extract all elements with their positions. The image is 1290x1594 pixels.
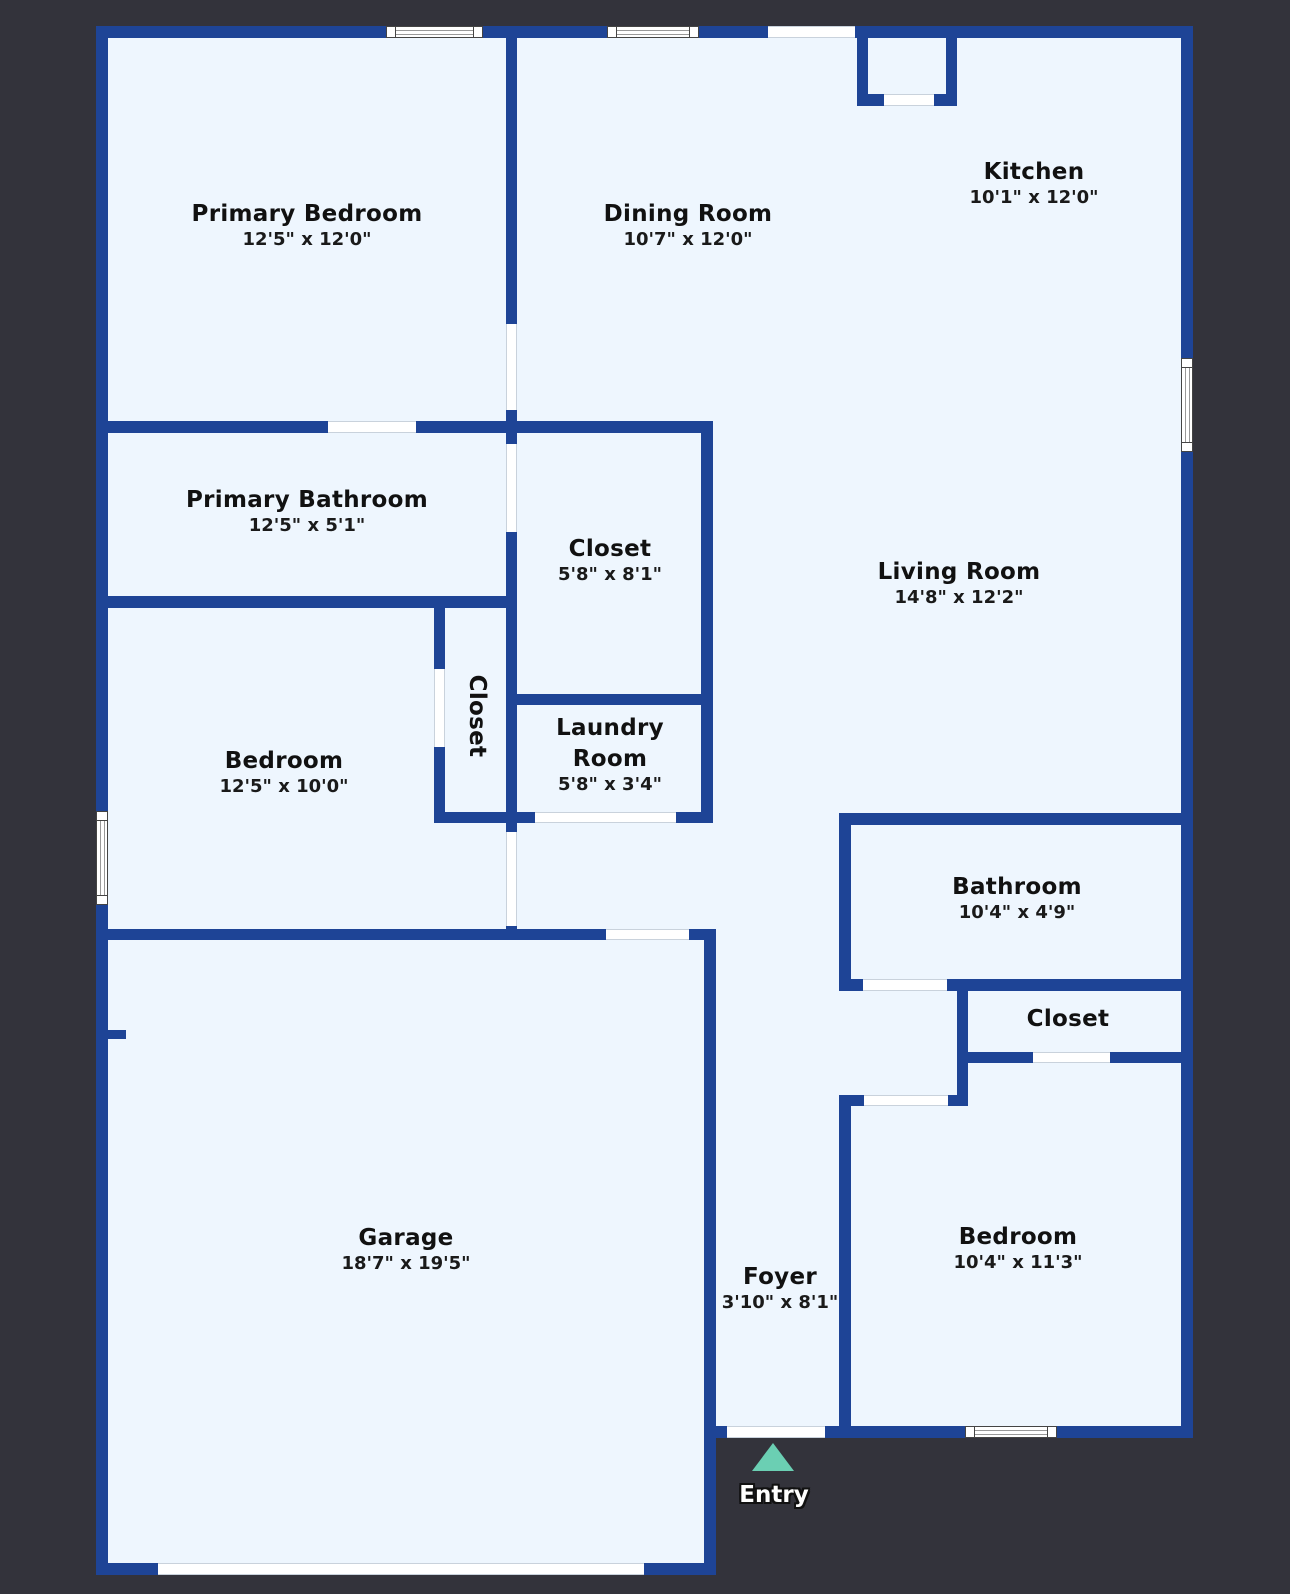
- entry-door: [727, 1426, 825, 1438]
- door-opening: [768, 26, 855, 38]
- door-opening: [1033, 1052, 1110, 1063]
- room-label-closet-center: Closet 5'8" x 8'1": [558, 535, 662, 587]
- room-label-primary-bedroom: Primary Bedroom 12'5" x 12'0": [192, 200, 423, 252]
- wall-primary-bed-right: [506, 26, 517, 431]
- window: [1181, 358, 1193, 452]
- room-name: Bathroom: [952, 874, 1082, 900]
- wall-outer-right: [1181, 26, 1193, 1438]
- wall-primary-bath-bottom: [96, 596, 517, 608]
- room-name: Primary Bedroom: [191, 201, 423, 227]
- wall-bathroom-top: [839, 813, 1193, 825]
- room-name: Kitchen: [983, 159, 1085, 185]
- room-label-living-room: Living Room 14'8" x 12'2": [878, 558, 1041, 610]
- window: [386, 26, 483, 38]
- room-dimensions: 12'5" x 5'1": [248, 515, 366, 536]
- wall-bathroom-left: [839, 813, 851, 991]
- room-dimensions: 5'8" x 3'4": [557, 774, 663, 795]
- wall-primary-bath-right: [506, 421, 517, 934]
- room-label-garage: Garage 18'7" x 19'5": [341, 1224, 470, 1276]
- room-name: Closet: [464, 674, 490, 758]
- wall-nook-left: [857, 26, 868, 106]
- window: [96, 811, 108, 905]
- room-label-bathroom: Bathroom 10'4" x 4'9": [952, 873, 1082, 925]
- room-name: Closet: [568, 536, 652, 562]
- room-label-foyer: Foyer 3'10" x 8'1": [722, 1263, 839, 1315]
- garage-door: [158, 1563, 644, 1575]
- room-label-dining-room: Dining Room 10'7" x 12'0": [604, 200, 773, 252]
- door-opening: [863, 979, 947, 991]
- room-dimensions: 5'8" x 8'1": [557, 564, 663, 585]
- room-dimensions: 18'7" x 19'5": [341, 1253, 471, 1274]
- room-name: Bedroom: [958, 1224, 1078, 1250]
- room-dimensions: 10'4" x 4'9": [958, 902, 1076, 923]
- room-dimensions: 10'7" x 12'0": [623, 229, 753, 250]
- door-opening: [864, 1095, 948, 1106]
- door-opening: [328, 421, 416, 433]
- room-label-closet-vertical: Closet: [463, 675, 491, 758]
- door-opening: [606, 929, 689, 940]
- door-opening: [434, 669, 445, 747]
- wall-outer-left: [96, 26, 108, 1575]
- door-opening: [884, 94, 934, 106]
- room-name: Laundry: [556, 715, 664, 741]
- wall-rcloset-left: [957, 979, 968, 1106]
- room-name: Foyer: [742, 1264, 818, 1290]
- wall-outer-bottom-right: [708, 1426, 1193, 1438]
- door-opening: [506, 324, 517, 410]
- room-dimensions: 12'5" x 12'0": [242, 229, 372, 250]
- wall-closet-center-right: [701, 421, 713, 823]
- door-opening: [506, 444, 517, 532]
- room-name: Bedroom: [224, 748, 344, 774]
- wall-garage-stub: [104, 1030, 126, 1039]
- room-name: Room: [572, 746, 648, 772]
- room-label-closet-right: Closet: [1027, 1005, 1110, 1033]
- room-dimensions: 14'8" x 12'2": [894, 587, 1024, 608]
- wall-closet-laundry-divider: [506, 694, 713, 705]
- wall-garage-right: [704, 929, 716, 1575]
- window: [965, 1426, 1057, 1438]
- room-name: Dining Room: [603, 201, 773, 227]
- door-opening: [506, 832, 517, 926]
- room-name: Closet: [1026, 1006, 1110, 1032]
- floor-garage: [104, 940, 708, 1565]
- room-label-bedroom-left: Bedroom 12'5" x 10'0": [219, 747, 348, 799]
- room-name: Living Room: [877, 559, 1041, 585]
- wall-nook-right: [946, 26, 957, 106]
- room-dimensions: 10'1" x 12'0": [969, 187, 1099, 208]
- room-dimensions: 12'5" x 10'0": [219, 776, 349, 797]
- door-opening: [535, 812, 676, 823]
- window: [607, 26, 699, 38]
- room-label-bedroom-right: Bedroom 10'4" x 11'3": [953, 1223, 1082, 1275]
- room-dimensions: 10'4" x 11'3": [953, 1252, 1083, 1273]
- wall-bedroom-bottom: [96, 929, 716, 940]
- triangle-up-icon: [752, 1443, 794, 1471]
- wall-foyer-right: [839, 1095, 851, 1438]
- room-name: Primary Bathroom: [185, 487, 429, 513]
- room-label-laundry-room: Laundry Room 5'8" x 3'4": [556, 714, 664, 797]
- entry-label: Entry: [739, 1482, 809, 1508]
- room-name: Garage: [358, 1225, 454, 1251]
- room-label-primary-bathroom: Primary Bathroom 12'5" x 5'1": [186, 486, 428, 538]
- room-dimensions: 3'10" x 8'1": [721, 1292, 839, 1313]
- room-label-kitchen: Kitchen 10'1" x 12'0": [969, 158, 1098, 210]
